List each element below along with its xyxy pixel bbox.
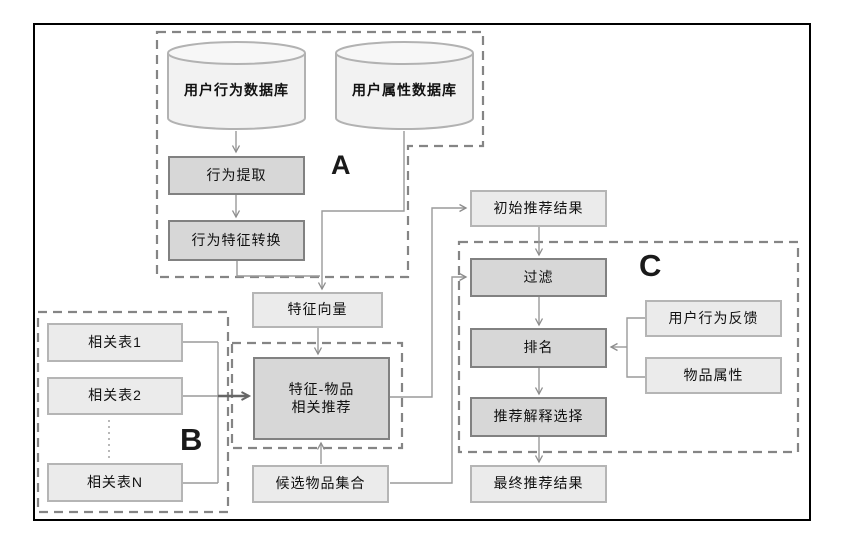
behavior-extraction-box: 行为提取: [168, 156, 305, 195]
group-c-outline: [457, 240, 800, 454]
candidate-item-set-box: 候选物品集合: [252, 465, 389, 503]
user-behavior-database: 用户行为数据库: [184, 82, 289, 98]
feature-item-recommendation-line1: 特征-物品: [288, 381, 355, 397]
related-table-n-box: 相关表N: [47, 463, 183, 502]
user-attribute-database: 用户属性数据库: [352, 82, 457, 98]
ranking-box: 排名: [470, 328, 607, 368]
initial-recommendation-result-box: 初始推荐结果: [470, 190, 607, 227]
feature-item-recommendation-line2: 相关推荐: [291, 398, 352, 415]
user-behavior-db-cylinder: [167, 41, 306, 130]
connector-lines: [108, 131, 645, 484]
group-b-label: B: [180, 422, 203, 457]
behavior-feature-transform-box: 行为特征转换: [168, 220, 305, 261]
explanation-selection-box: 推荐解释选择: [470, 397, 607, 437]
outer-frame: [33, 23, 811, 521]
related-table-1-box: 相关表1: [47, 323, 183, 362]
final-recommendation-result-box: 最终推荐结果: [470, 465, 607, 503]
group-b-outline: [36, 310, 230, 514]
group-a-label: A: [331, 150, 351, 180]
group-c-label: C: [639, 248, 662, 283]
item-attributes-box: 物品属性: [645, 357, 782, 394]
feature-vector-box: 特征向量: [252, 292, 383, 328]
feature-item-recommendation-box: 特征-物品 相关推荐: [253, 357, 390, 440]
user-attribute-db-cylinder: [335, 41, 474, 130]
group-a-outline: [155, 30, 485, 279]
filter-box: 过滤: [470, 258, 607, 297]
related-table-2-box: 相关表2: [47, 377, 183, 415]
user-behavior-feedback-box: 用户行为反馈: [645, 300, 782, 337]
